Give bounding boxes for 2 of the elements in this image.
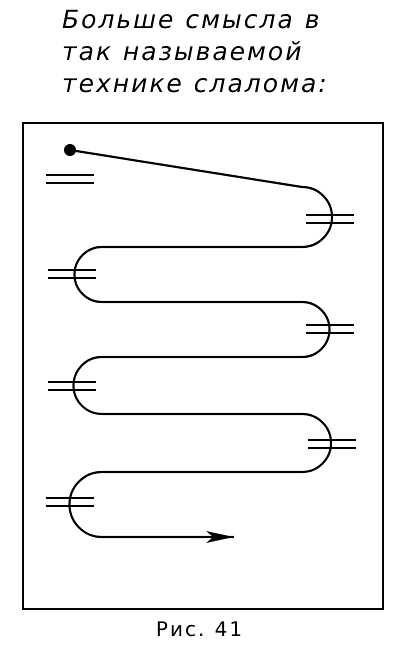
caption: Рис. 41 bbox=[154, 616, 246, 643]
title: Больше смысла в так называемой технике слалома: bbox=[62, 4, 330, 100]
